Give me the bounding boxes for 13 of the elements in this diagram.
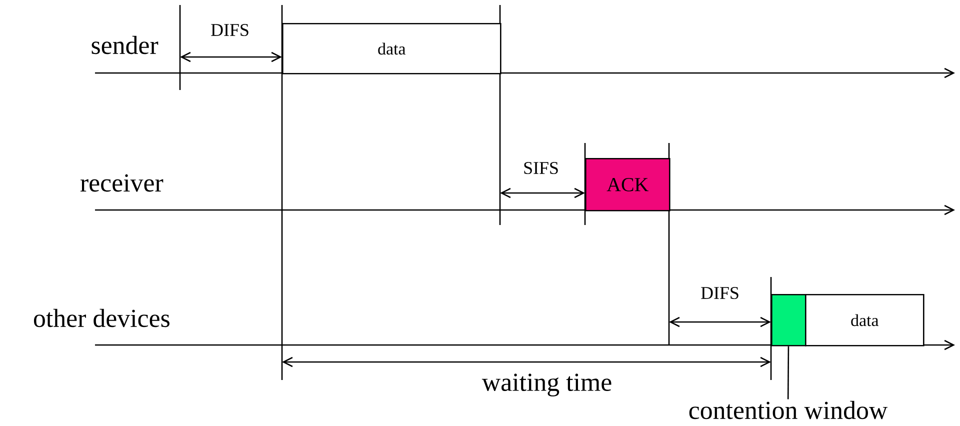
frame-box: ACK <box>585 158 670 212</box>
callout-text: contention window <box>689 400 888 420</box>
interval-label: DIFS <box>701 286 738 300</box>
row-label: other devices <box>34 308 170 328</box>
interval-label: DIFS <box>211 24 248 36</box>
leader-line <box>787 346 790 400</box>
interval-label: SIFS <box>524 162 558 174</box>
row-label: receiver <box>80 174 164 192</box>
frame-box: data <box>805 294 924 346</box>
row-label: sender <box>92 36 158 54</box>
frame-box: data <box>282 23 502 74</box>
duration-label: waiting time <box>482 374 612 396</box>
backoff-slot <box>771 294 806 346</box>
